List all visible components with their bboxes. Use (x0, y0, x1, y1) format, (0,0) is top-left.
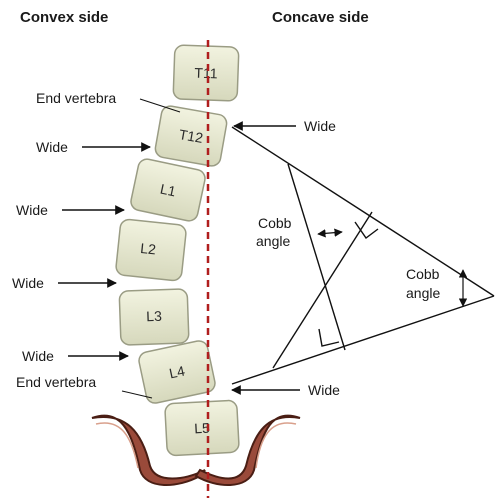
svg-text:angle: angle (256, 233, 290, 249)
vertebra-label-l5: L5 (194, 420, 211, 437)
vertebra-l4: L4 (138, 340, 216, 404)
vertebra-t12: T12 (154, 105, 228, 167)
vertebra-l3: L3 (118, 288, 190, 346)
l4-endplate-line (231, 295, 495, 385)
cobb-lines (231, 126, 495, 385)
wide-label-t12-convex: Wide (36, 139, 68, 155)
pelvis (91, 414, 301, 487)
vertebra-label-l4: L4 (168, 363, 187, 382)
wide-label-t12-concave: Wide (304, 118, 336, 134)
t12-endplate-line (231, 126, 495, 297)
vertebra-label-l1: L1 (159, 181, 178, 200)
vertebra-l5: L5 (164, 399, 240, 457)
wide-label-l4-concave: Wide (308, 382, 340, 398)
svg-text:Cobb: Cobb (258, 215, 292, 231)
svg-text:angle: angle (406, 285, 440, 301)
vertebra-label-l3: L3 (146, 308, 162, 325)
right-angle-marker-upper (354, 221, 379, 239)
vertebra-label-t12: T12 (178, 126, 205, 146)
cobb-angle-arrow-inner (317, 228, 343, 238)
svg-text:Cobb: Cobb (406, 266, 440, 282)
vertebra-t11: T11 (172, 44, 240, 102)
end-vertebra-leader-bottom (121, 390, 153, 399)
wide-label-l1-convex: Wide (16, 202, 48, 218)
perpendicular-lower (272, 211, 373, 369)
wide-label-l4-convex: Wide (22, 348, 54, 364)
right-angle-marker-lower (318, 328, 340, 347)
perpendicular-upper (287, 163, 346, 351)
vertebra-l2: L2 (115, 218, 187, 282)
convex-side-header: Convex side (20, 9, 108, 26)
vertebra-l1: L1 (130, 158, 206, 222)
cobb-angle-label-outer: Cobb angle (406, 266, 440, 301)
vertebra-label-l2: L2 (140, 240, 157, 258)
end-vertebra-label-top: End vertebra (36, 90, 116, 106)
vertebra-label-t11: T11 (194, 65, 218, 82)
wide-label-l2-convex: Wide (12, 275, 44, 291)
cobb-angle-label-inner: Cobb angle (256, 215, 292, 249)
end-vertebra-leader-top (139, 98, 181, 113)
concave-side-header: Concave side (272, 9, 369, 26)
end-vertebra-label-bottom: End vertebra (16, 374, 96, 390)
